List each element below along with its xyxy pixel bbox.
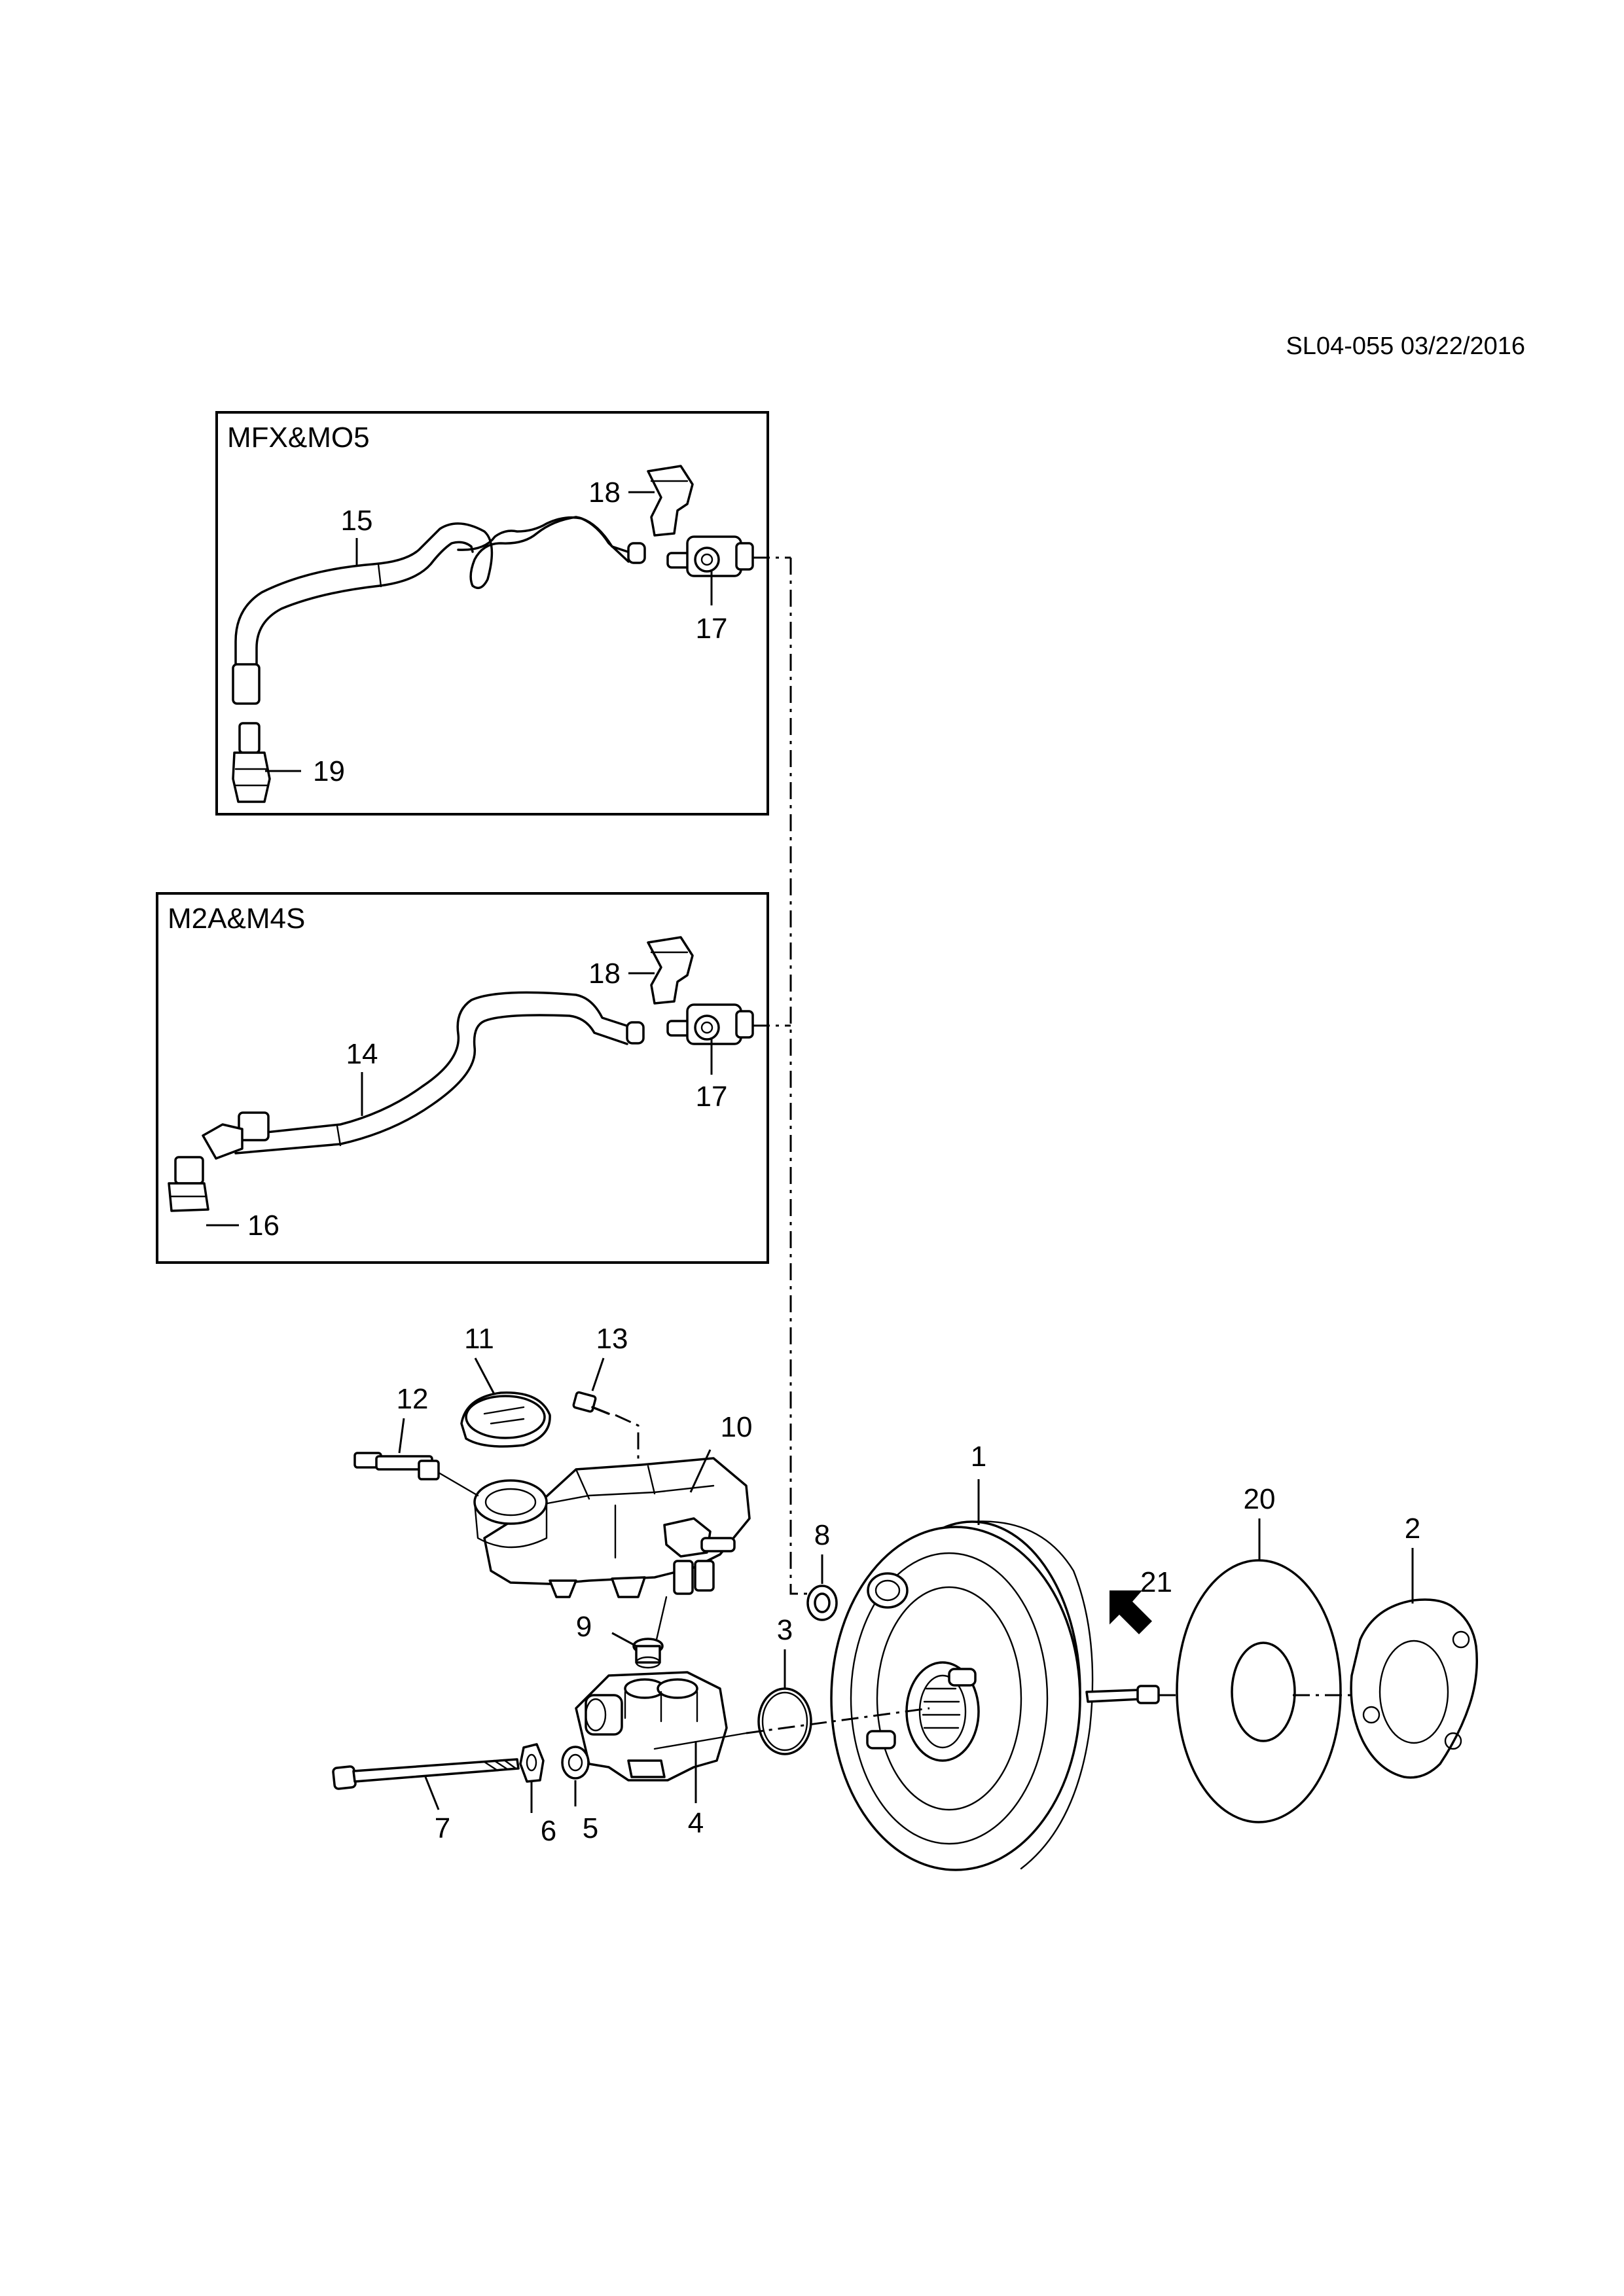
callout-16: 16 bbox=[247, 1210, 280, 1242]
check-valve-17-top bbox=[666, 535, 754, 577]
callout-15: 15 bbox=[341, 505, 373, 537]
flange-gasket-2 bbox=[1350, 1598, 1478, 1779]
callout-5: 5 bbox=[583, 1812, 598, 1844]
callout-3: 3 bbox=[777, 1614, 793, 1646]
callout-12: 12 bbox=[397, 1383, 429, 1415]
gasket-20 bbox=[1176, 1559, 1342, 1823]
callout-9: 9 bbox=[576, 1611, 592, 1643]
callout-18-top: 18 bbox=[588, 476, 621, 509]
variant-box-m2a-m4s: M2A&M4S bbox=[156, 892, 769, 1264]
leader-lines bbox=[398, 1357, 1414, 1813]
diagram-reference: SL04-055 03/22/2016 bbox=[1286, 332, 1525, 360]
clip-18-top bbox=[647, 465, 694, 537]
callout-labels: 1 2 3 4 5 6 7 8 9 10 11 12 13 14 15 16 1… bbox=[247, 476, 1420, 1847]
callout-21: 21 bbox=[1140, 1566, 1172, 1598]
master-cylinder-4 bbox=[575, 1671, 748, 1782]
callout-17-middle: 17 bbox=[696, 1081, 728, 1113]
view-direction-arrow-21 bbox=[1110, 1590, 1152, 1634]
grommet-9 bbox=[632, 1596, 668, 1669]
callout-13: 13 bbox=[596, 1323, 628, 1355]
callout-19: 19 bbox=[313, 755, 345, 787]
o-ring-3 bbox=[757, 1687, 812, 1755]
elbow-connector-16 bbox=[168, 1123, 244, 1212]
box-title-m2a-m4s: M2A&M4S bbox=[168, 903, 305, 935]
callout-14: 14 bbox=[346, 1038, 378, 1070]
callout-1: 1 bbox=[971, 1441, 986, 1473]
callout-17-top: 17 bbox=[696, 613, 728, 645]
vacuum-hose-14 bbox=[234, 991, 645, 1155]
callout-2: 2 bbox=[1405, 1513, 1420, 1545]
callout-4: 4 bbox=[688, 1807, 704, 1839]
box-title-mfx-mo5: MFX&MO5 bbox=[227, 422, 370, 454]
fluid-level-sensor-12 bbox=[353, 1452, 479, 1497]
callout-11: 11 bbox=[464, 1323, 494, 1355]
vacuum-hose-15 bbox=[232, 516, 646, 705]
clip-18-middle bbox=[647, 936, 694, 1005]
reservoir-cap-11 bbox=[460, 1391, 551, 1448]
routing-dashed-lines bbox=[753, 556, 812, 1595]
mounting-bolt-7 bbox=[332, 1758, 520, 1790]
callout-18-middle: 18 bbox=[588, 958, 621, 990]
check-valve-17-middle bbox=[666, 1003, 754, 1045]
variant-box-mfx-mo5: MFX&MO5 bbox=[215, 411, 769, 816]
washer-8 bbox=[806, 1585, 838, 1621]
brake-booster-1 bbox=[830, 1520, 1160, 1871]
nut-6 bbox=[519, 1743, 545, 1783]
callout-10: 10 bbox=[721, 1411, 753, 1443]
brake-fluid-reservoir-10 bbox=[473, 1457, 751, 1598]
callout-20: 20 bbox=[1244, 1483, 1276, 1515]
callout-6: 6 bbox=[541, 1815, 556, 1847]
connector-19 bbox=[232, 722, 271, 803]
callout-7: 7 bbox=[435, 1812, 450, 1844]
screw-13 bbox=[572, 1391, 640, 1466]
seal-ring-5 bbox=[561, 1746, 590, 1780]
callout-8: 8 bbox=[814, 1519, 830, 1551]
